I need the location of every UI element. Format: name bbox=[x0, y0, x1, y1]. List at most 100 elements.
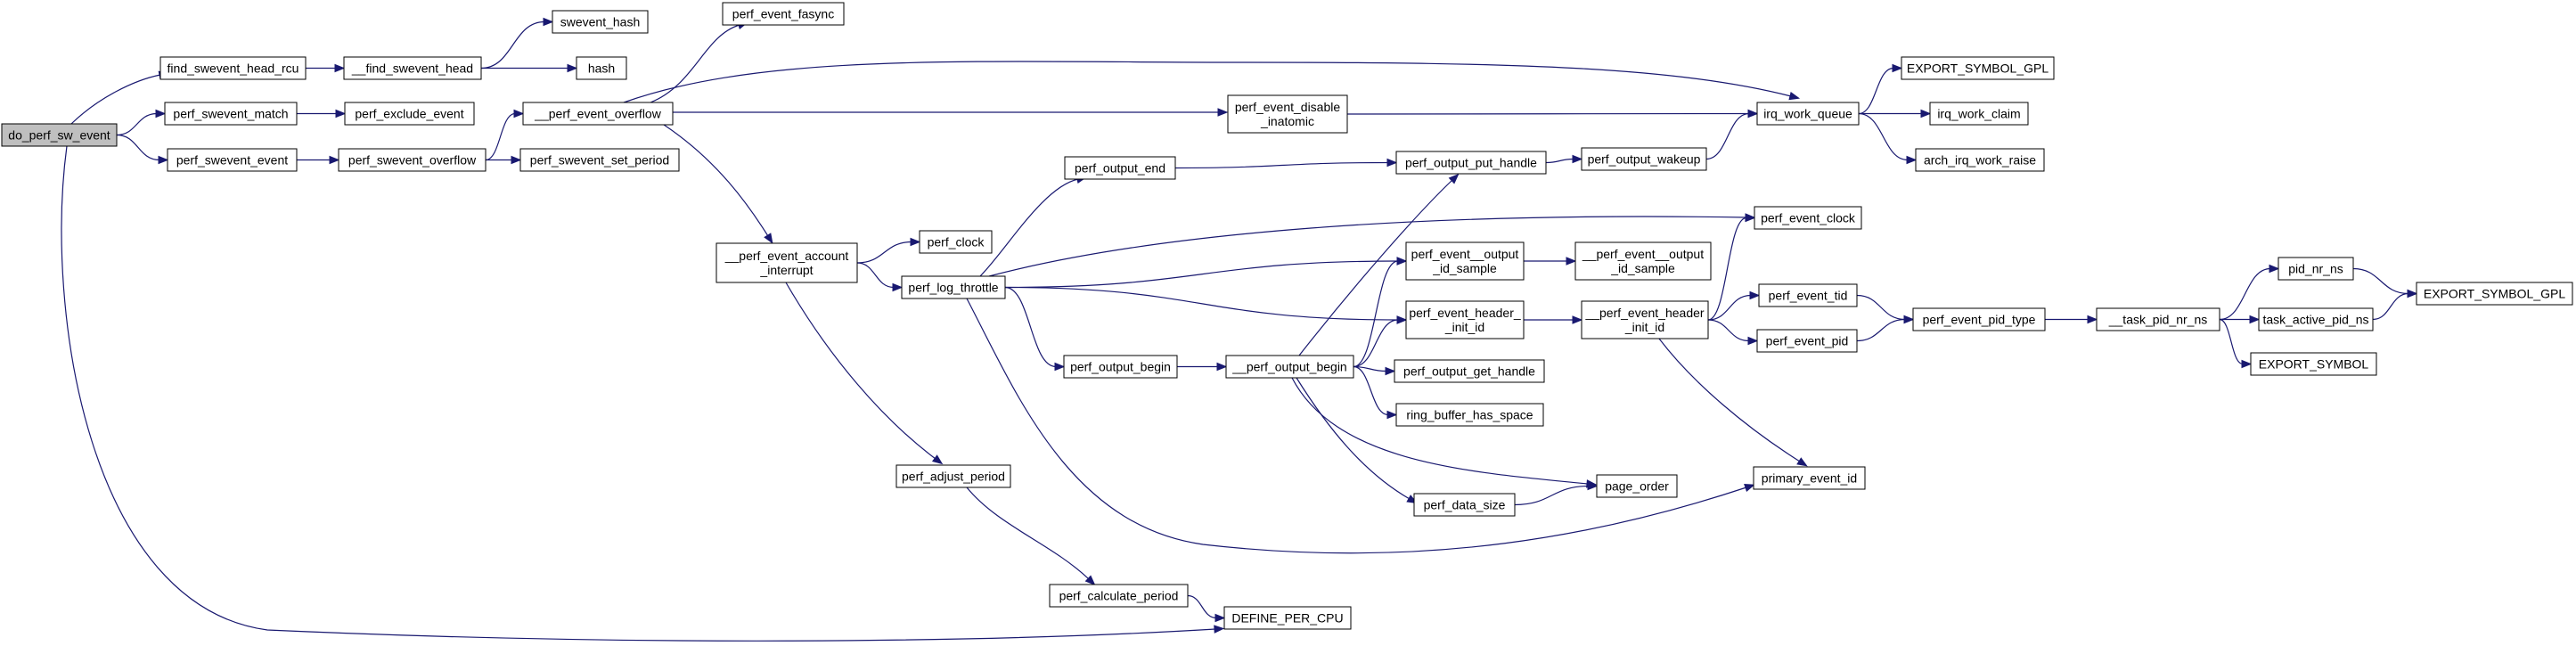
node-task-active-pid-ns[interactable]: task_active_pid_ns bbox=[2258, 307, 2374, 331]
node-box bbox=[1581, 300, 1709, 339]
arrowhead bbox=[1906, 155, 1918, 165]
call-edge bbox=[1707, 319, 1759, 346]
node-label: primary_event_id bbox=[1762, 471, 1857, 486]
call-edge bbox=[1858, 112, 1918, 165]
node-box bbox=[1574, 241, 1712, 281]
call-edge bbox=[1176, 362, 1228, 372]
node-perf-exclude-event[interactable]: perf_exclude_event bbox=[344, 102, 475, 126]
arrowhead bbox=[1749, 290, 1761, 300]
node-perf-event-overflow[interactable]: __perf_event_overflow bbox=[522, 102, 674, 126]
node-perf-output-begin[interactable]: __perf_output_begin bbox=[1225, 355, 1354, 379]
node-box bbox=[1064, 156, 1176, 180]
node-do-perf-sw-event[interactable]: do_perf_sw_event bbox=[1, 123, 118, 147]
node-perf-output-get-handle[interactable]: perf_output_get_handle bbox=[1394, 359, 1545, 383]
node-perf-clock[interactable]: perf_clock bbox=[919, 230, 993, 254]
node-page-order[interactable]: page_order bbox=[1596, 474, 1678, 498]
arrowhead bbox=[1396, 257, 1408, 266]
call-edge bbox=[1353, 365, 1396, 376]
node-box bbox=[2258, 307, 2374, 331]
node-label: perf_output_end bbox=[1075, 161, 1165, 176]
node-perf-swevent-set-period[interactable]: perf_swevent_set_period bbox=[519, 148, 680, 172]
node-irq-work-queue[interactable]: irq_work_queue bbox=[1756, 102, 1860, 126]
node-box bbox=[1758, 283, 1858, 307]
node-perf-output-wakeup[interactable]: perf_output_wakeup bbox=[1581, 147, 1707, 171]
node-perf-swevent-overflow[interactable]: perf_swevent_overflow bbox=[338, 148, 487, 172]
node-perf-output-put-handle[interactable]: perf_output_put_handle bbox=[1395, 151, 1547, 175]
node-find-swevent-head-rcu[interactable]: find_swevent_head_rcu bbox=[159, 56, 307, 80]
node-perf-event-output-id-sample[interactable]: __perf_event__output_id_sample bbox=[1574, 241, 1712, 281]
node-swevent-hash[interactable]: swevent_hash bbox=[552, 10, 649, 34]
node-perf-output-begin[interactable]: perf_output_begin bbox=[1063, 355, 1178, 379]
node-export-symbol-gpl-1[interactable]: EXPORT_SYMBOL_GPL bbox=[1901, 56, 2055, 80]
arrowhead bbox=[1920, 109, 1932, 119]
node-perf-adjust-period[interactable]: perf_adjust_period bbox=[895, 464, 1011, 488]
node-label: perf_swevent_overflow bbox=[348, 153, 477, 168]
call-edge bbox=[486, 155, 522, 165]
node-label: perf_swevent_set_period bbox=[530, 153, 669, 168]
node-perf-event-tid[interactable]: perf_event_tid bbox=[1758, 283, 1858, 307]
node-find-swevent-head[interactable]: __find_swevent_head bbox=[343, 56, 482, 80]
node-ring-buffer-has-space[interactable]: ring_buffer_has_space bbox=[1395, 403, 1544, 427]
node-perf-swevent-event[interactable]: perf_swevent_event bbox=[167, 148, 298, 172]
arrowhead bbox=[329, 155, 340, 165]
node-label: perf_swevent_event bbox=[176, 153, 288, 168]
arrowhead bbox=[910, 237, 921, 247]
call-edge bbox=[61, 145, 1225, 642]
node-label: __perf_event_overflow bbox=[534, 107, 662, 121]
node-label: irq_work_queue bbox=[1763, 107, 1852, 121]
arrowhead bbox=[764, 233, 773, 244]
node-perf-event-clock[interactable]: perf_event_clock bbox=[1754, 206, 1862, 230]
arrowhead bbox=[2087, 315, 2098, 324]
arrowhead bbox=[1796, 457, 1808, 467]
node-perf-event-output-id-sample[interactable]: perf_event__output_id_sample bbox=[1405, 241, 1525, 281]
node-label: _init_id bbox=[1444, 320, 1484, 334]
node-export-symbol-gpl-2[interactable]: EXPORT_SYMBOL_GPL bbox=[2416, 282, 2573, 306]
node-box bbox=[576, 56, 627, 80]
node-box bbox=[901, 275, 1006, 299]
node-task-pid-nr-ns[interactable]: __task_pid_nr_ns bbox=[2096, 307, 2220, 331]
node-perf-swevent-match[interactable]: perf_swevent_match bbox=[164, 102, 298, 126]
node-box bbox=[1, 123, 118, 147]
node-primary-event-id[interactable]: primary_event_id bbox=[1753, 466, 1866, 490]
node-perf-event-pid-type[interactable]: perf_event_pid_type bbox=[1912, 307, 2046, 331]
node-export-symbol[interactable]: EXPORT_SYMBOL bbox=[2250, 352, 2377, 376]
arrowhead bbox=[1385, 366, 1396, 376]
node-perf-event-account-interrupt[interactable]: __perf_event_account_interrupt bbox=[716, 242, 858, 283]
node-label: perf_output_get_handle bbox=[1403, 364, 1535, 379]
node-perf-event-header-init-id[interactable]: perf_event_header__init_id bbox=[1405, 300, 1525, 339]
call-edge bbox=[2044, 315, 2098, 324]
arrowhead bbox=[513, 109, 525, 119]
node-perf-calculate-period[interactable]: perf_calculate_period bbox=[1049, 584, 1189, 608]
node-perf-event-fasync[interactable]: perf_event_fasync bbox=[722, 2, 845, 26]
node-box bbox=[1596, 474, 1678, 498]
call-edge bbox=[1004, 286, 1408, 324]
call-edge bbox=[2372, 289, 2418, 321]
node-hash[interactable]: hash bbox=[576, 56, 627, 80]
node-arch-irq-work-raise[interactable]: arch_irq_work_raise bbox=[1915, 148, 2045, 172]
node-box bbox=[1225, 355, 1354, 379]
node-box bbox=[1395, 151, 1547, 175]
node-define-per-cpu[interactable]: DEFINE_PER_CPU bbox=[1223, 606, 1352, 630]
node-perf-event-pid[interactable]: perf_event_pid bbox=[1756, 329, 1858, 353]
node-label: ring_buffer_has_space bbox=[1406, 408, 1533, 422]
node-label: EXPORT_SYMBOL_GPL bbox=[1907, 61, 2049, 76]
call-edge bbox=[663, 124, 773, 244]
node-label: irq_work_claim bbox=[1937, 107, 2020, 121]
node-perf-event-disable-inatomic[interactable]: perf_event_disable_inatomic bbox=[1227, 94, 1348, 134]
node-label: perf_event_pid_type bbox=[1923, 313, 2036, 327]
node-label: perf_output_wakeup bbox=[1588, 152, 1701, 167]
arrowhead bbox=[2241, 359, 2253, 369]
node-box bbox=[1405, 241, 1525, 281]
node-label: perf_event_clock bbox=[1761, 211, 1856, 225]
node-perf-log-throttle[interactable]: perf_log_throttle bbox=[901, 275, 1006, 299]
node-perf-event-header-init-id[interactable]: __perf_event_header_init_id bbox=[1581, 300, 1709, 339]
arrowhead bbox=[1396, 315, 1408, 324]
node-pid-nr-ns[interactable]: pid_nr_ns bbox=[2278, 257, 2354, 281]
call-edge bbox=[1858, 63, 1903, 115]
node-box bbox=[919, 230, 993, 254]
node-perf-output-end[interactable]: perf_output_end bbox=[1064, 156, 1176, 180]
arrowhead bbox=[1214, 625, 1225, 634]
node-perf-data-size[interactable]: perf_data_size bbox=[1413, 493, 1516, 517]
arrowhead bbox=[1386, 158, 1398, 168]
node-irq-work-claim[interactable]: irq_work_claim bbox=[1929, 102, 2029, 126]
